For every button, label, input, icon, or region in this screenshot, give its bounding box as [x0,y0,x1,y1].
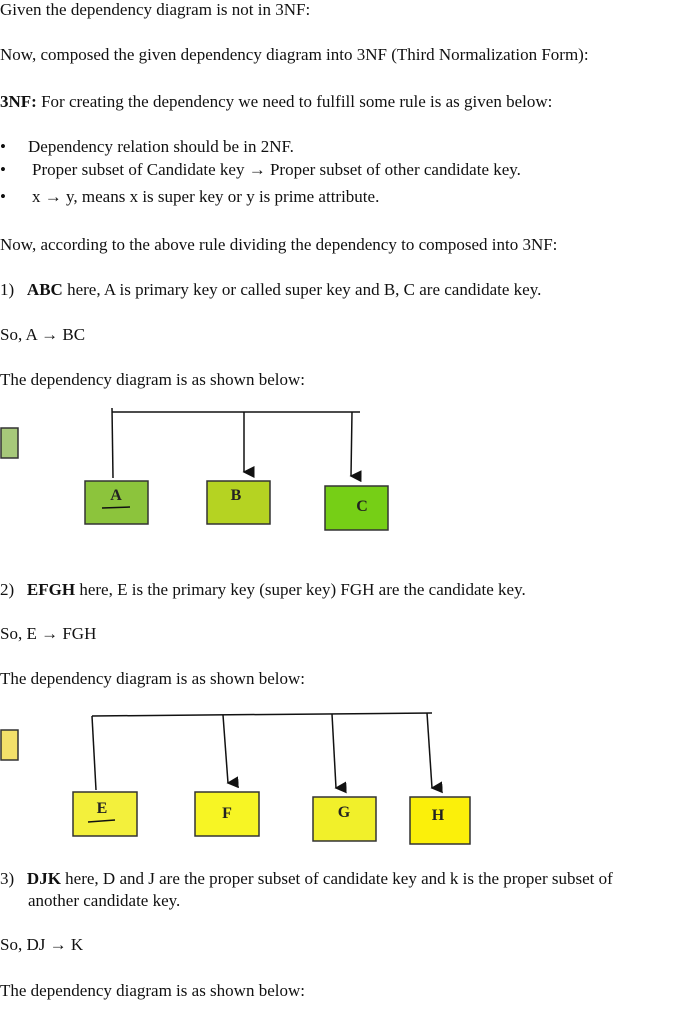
rule-label: 3NF: [0,92,37,111]
rule-text: For creating the dependency we need to f… [36,92,553,111]
intro-text: Given the dependency diagram is not in 3… [0,0,311,19]
legend-swatch [0,427,19,459]
dependency-diagram-efgh: E F G H [0,712,471,845]
section-3-heading-cont: another candidate key. [28,891,181,910]
section-1-heading: 1) ABC here, A is primary key or called … [0,280,542,299]
bullet-icon: • [0,137,6,156]
section-2-caption: The dependency diagram is as shown below… [0,669,305,688]
dependency-diagram-abc: A B C [0,407,389,531]
section-2-fd: So, E → FGH [0,624,97,643]
according-text: Now, according to the above rule dividin… [0,235,558,254]
composed-text: Now, composed the given dependency diagr… [0,45,589,64]
svg-text:A: A [110,487,122,504]
attribute-box-e: E [72,791,138,837]
attribute-box-g: G [312,796,377,842]
attribute-box-h: H [409,796,471,845]
svg-text:B: B [231,487,242,504]
section-3-fd: So, DJ → K [0,935,84,954]
bullet-icon: • [0,160,6,179]
svg-text:F: F [222,805,232,822]
attribute-box-b: B [206,480,271,525]
attribute-box-f: F [194,791,260,837]
legend-swatch [0,729,19,761]
svg-text:G: G [338,804,351,821]
svg-text:H: H [432,807,445,824]
bullet-icon: • [0,187,6,206]
svg-text:E: E [97,800,108,817]
svg-text:C: C [356,498,368,515]
section-3-caption: The dependency diagram is as shown below… [0,981,305,1000]
section-3-heading: 3) DJK here, D and J are the proper subs… [0,869,613,888]
section-1-caption: The dependency diagram is as shown below… [0,370,305,389]
attribute-box-a: A [84,480,149,525]
attribute-box-c: C [324,485,389,531]
rule-intro: 3NF: For creating the dependency we need… [0,92,552,112]
section-2-heading: 2) EFGH here, E is the primary key (supe… [0,580,526,599]
section-1-fd: So, A → BC [0,325,86,344]
